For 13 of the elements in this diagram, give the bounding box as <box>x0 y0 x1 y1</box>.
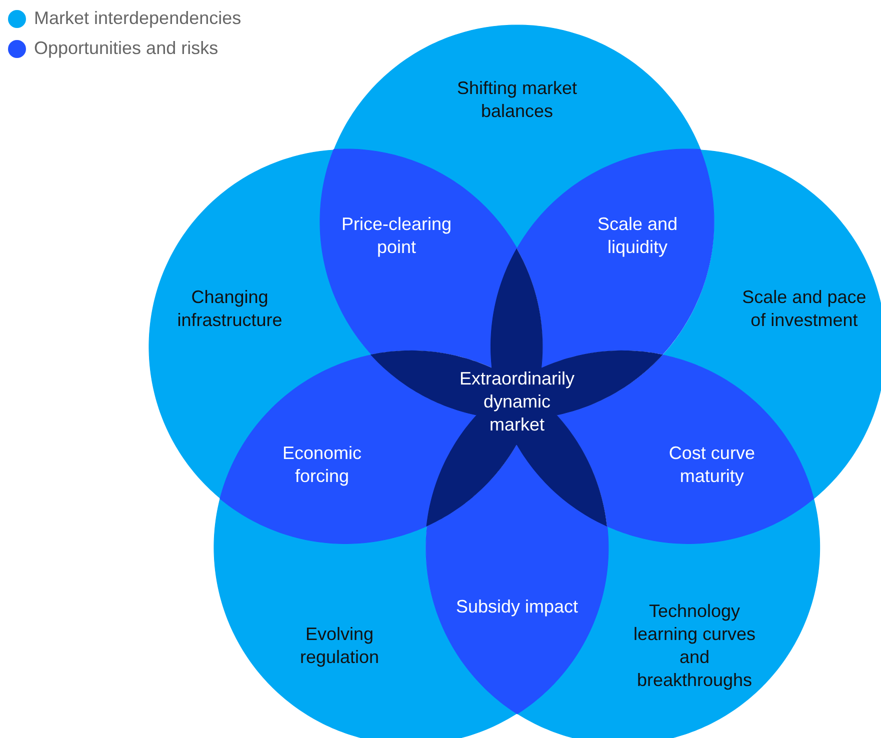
circle-label: Scale and pace of investment <box>741 286 868 332</box>
circle-label: Evolving regulation <box>298 623 380 670</box>
legend-label: Market interdependencies <box>34 8 242 29</box>
region-label: Cost curve maturity <box>668 442 756 488</box>
circle-label: Shifting market balances <box>456 76 578 123</box>
center-label: Extraordinarily dynamic market <box>458 367 576 436</box>
circle-label: Changing infrastructure <box>176 286 284 332</box>
region-label: Scale and liquidity <box>596 213 679 260</box>
circle-label: Technology learning curves and breakthroughs <box>632 600 757 692</box>
legend-label: Opportunities and risks <box>34 38 218 59</box>
region-label: Subsidy impact <box>454 595 580 618</box>
region-label: Economic forcing <box>282 442 363 488</box>
region-label: Price-clearing point <box>340 213 452 260</box>
